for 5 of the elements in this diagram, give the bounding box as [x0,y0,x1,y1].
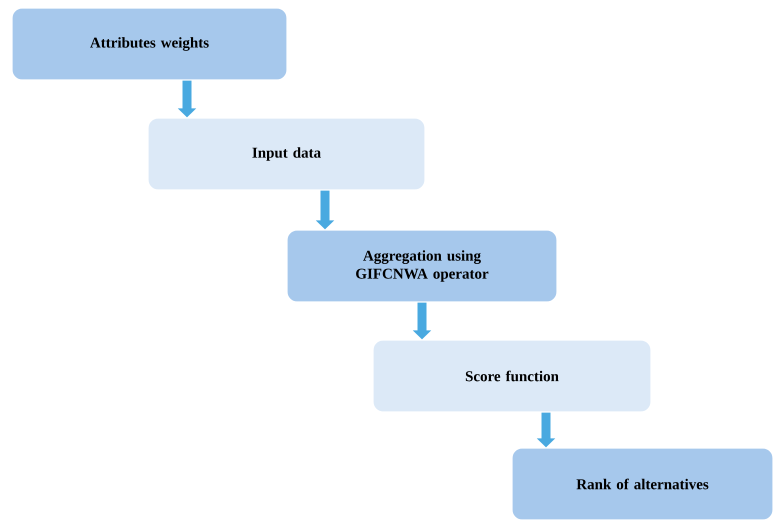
process-box: Input data [147,117,426,191]
process-box: Attributes weights [11,7,288,81]
process-box: Aggregation using GIFCNWA operator [286,229,558,303]
process-box: Rank of alternatives [511,447,773,521]
process-box: Score function [372,339,652,413]
